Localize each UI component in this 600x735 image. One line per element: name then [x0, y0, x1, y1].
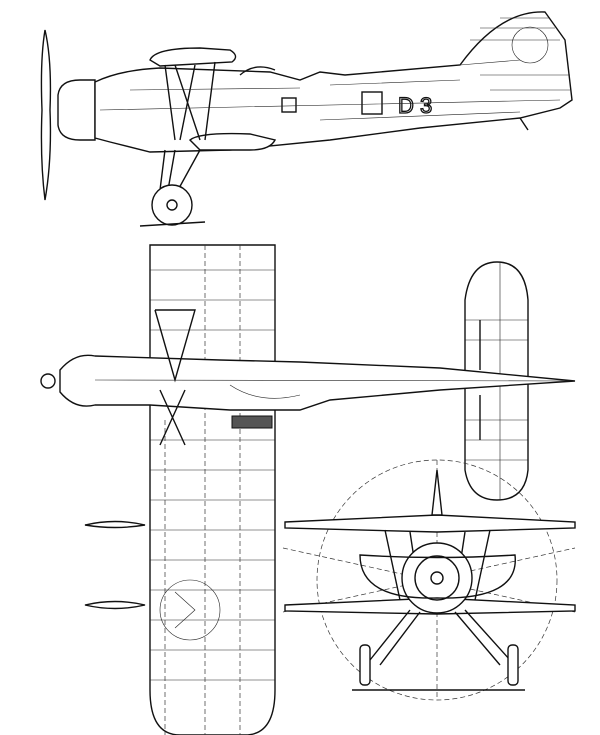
- roundel-chevron: [174, 591, 196, 629]
- upper-wing-side: [149, 47, 237, 67]
- fin-front: [431, 469, 443, 516]
- cabane-struts: [154, 309, 196, 446]
- interplane-struts: [384, 529, 491, 601]
- wheel-left: [359, 644, 371, 686]
- landing-gear-side: [159, 149, 201, 191]
- stabilizer-ribs: [465, 262, 528, 500]
- tailskid: [519, 117, 529, 131]
- landing-gear-front: [369, 609, 511, 666]
- walkway: [231, 415, 273, 429]
- lower-wing-side: [188, 132, 277, 151]
- canopy: [239, 66, 276, 76]
- window: [281, 97, 297, 113]
- upper-wing-front: [284, 514, 576, 533]
- spinner-top: [40, 373, 56, 389]
- wheel-hub: [166, 199, 178, 211]
- propeller: [40, 29, 52, 201]
- fin-rudder: [459, 17, 570, 91]
- wheel-right: [507, 644, 519, 686]
- wing-spars: [164, 245, 241, 735]
- tail-roundel: [511, 26, 549, 64]
- propeller-disc: [316, 459, 558, 701]
- side-view: D 3: [40, 11, 573, 227]
- spinner-front: [430, 571, 444, 585]
- front-view: [282, 459, 576, 701]
- cowling-inner: [414, 555, 460, 601]
- upper-wing-top: [149, 244, 276, 735]
- wing-roundel: [159, 579, 221, 641]
- fuselage-panel-lines: [99, 79, 561, 121]
- fuselage-top: [59, 354, 576, 411]
- marking-box: [361, 91, 383, 115]
- engine-front: [401, 542, 473, 614]
- wheel-side: [151, 184, 193, 226]
- top-view: [40, 244, 576, 735]
- ground-line: [139, 221, 206, 227]
- pitot-1: [84, 520, 146, 529]
- fuselage-code: D 3: [398, 93, 432, 118]
- fuselage-side: [94, 11, 573, 153]
- propeller-front: [359, 554, 516, 599]
- pitot-2: [84, 600, 146, 610]
- engine-cowling: [57, 79, 96, 141]
- struts-side: [164, 61, 216, 141]
